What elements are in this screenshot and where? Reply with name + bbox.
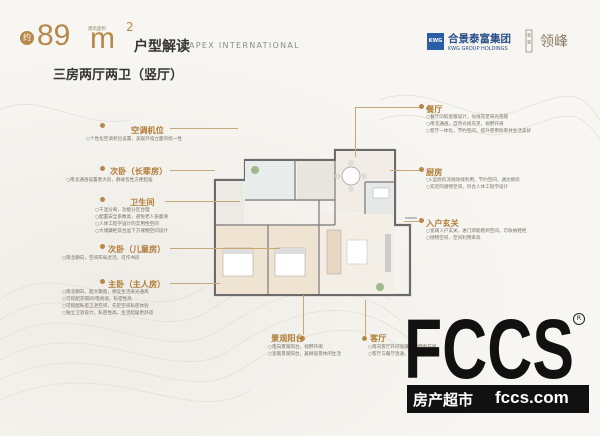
area-note: 建筑面积 xyxy=(88,27,106,32)
label-dot xyxy=(100,123,105,128)
area-superscript: 2 xyxy=(126,20,134,34)
room-label-kitchen: 厨房 xyxy=(426,167,443,177)
room-desc-balcony-2: ○宽敞景观阳台，兼顾观景休闲生活 xyxy=(268,352,341,357)
stove xyxy=(372,187,390,199)
project-english-name: APEX INTERNATIONAL xyxy=(189,41,300,50)
lingfeng-logo-icon xyxy=(525,29,533,53)
layout-subtitle: 三房两厅两卫（竖厅） xyxy=(53,68,184,83)
fccs-domain: fccs.com xyxy=(495,388,569,407)
label-dot xyxy=(100,197,105,202)
room-desc-master-3: ○可搭配私密卫浴空间，先定空间私密体验 xyxy=(62,304,149,309)
room-label-elder-bedroom: 次卧（长辈房） xyxy=(110,166,168,176)
room-desc-dining-1: ○餐厅凹陷宽敞设计，光线充足采光宽敞 xyxy=(426,115,509,120)
ac-platform-area xyxy=(216,181,244,225)
room-label-entrance: 入户玄关 xyxy=(426,218,459,228)
room-label-balcony: 景观阳台 xyxy=(271,333,304,343)
room-desc-ac: ○个性化空调机位设置，美观外墙立面的统一性 xyxy=(86,137,182,142)
leader-line xyxy=(365,300,366,336)
room-desc-master-4: ○独立卫浴设计，私密性高，生活起居更舒适 xyxy=(62,311,154,316)
room-label-master-bedroom: 主卧（主人房） xyxy=(108,279,166,289)
label-dot xyxy=(419,104,424,109)
label-dot xyxy=(100,244,105,249)
kwg-company-name: 合景泰富集团 xyxy=(448,33,511,45)
room-desc-entrance-2: ○储物空间，空间利用率高 xyxy=(426,236,481,241)
room-desc-master-2: ○可搭配衣帽间/电视墙，私密性高 xyxy=(62,297,132,302)
lingfeng-brand-text: 领峰 xyxy=(540,34,568,50)
room-desc-child-bedroom: ○南北朝向，空间布局灵活，可作书房 xyxy=(62,256,140,261)
dining-table xyxy=(341,166,361,186)
label-dot xyxy=(362,336,367,341)
unit-title: 户型解读 xyxy=(134,39,190,55)
leader-line xyxy=(355,107,420,108)
approx-badge: 约 xyxy=(20,31,34,45)
label-dot xyxy=(100,166,105,171)
leader-line xyxy=(390,170,420,171)
leader-line xyxy=(404,221,420,222)
fccs-banner: 房产超市 fccs.com xyxy=(407,385,589,413)
sofa xyxy=(326,229,342,275)
registered-mark-icon: R xyxy=(573,313,585,325)
room-desc-dining-3: ○客厅一体化，节约空间，提升使用效率并生活美好 xyxy=(426,129,532,134)
room-desc-kitchen-1: ○L型厨房流线动线利用，节约空间，通达厨房 xyxy=(426,178,520,183)
leader-line xyxy=(355,107,356,157)
room-desc-bathroom-4: ○大储藏柜及台盆下方储物空间设计 xyxy=(95,229,168,234)
room-label-dining: 餐厅 xyxy=(426,104,443,114)
room-desc-living-2: ○客厅与餐厅连通，空间通透 xyxy=(368,352,428,357)
room-desc-elder-bedroom: ○南北通透设置者大房，静谧包性方便起居 xyxy=(66,178,153,183)
area-unit: m xyxy=(90,22,115,55)
room-desc-entrance-1: ○宽阔入户玄关，进门即能看到空间，可收纳鞋柜 xyxy=(426,229,527,234)
label-dot xyxy=(100,279,105,284)
label-dot xyxy=(300,336,305,341)
leader-line xyxy=(170,128,238,129)
room-desc-dining-2: ○南北通透，自然光线充足，视野开阔 xyxy=(426,122,504,127)
room-label-ac: 空调机位 xyxy=(131,125,164,135)
tv-cabinet xyxy=(385,234,391,272)
room-desc-master-1: ○南北朝向，超大飘窗，保证生活采光通风 xyxy=(62,290,149,295)
room-desc-living-1: ○南向客厅开间宽敞，视野更开阔 xyxy=(368,345,437,350)
leader-line xyxy=(165,201,240,202)
room-desc-bathroom-3: ○人体工程学设计的实用性空间 xyxy=(95,222,159,227)
room-label-bathroom: 卫生间 xyxy=(130,197,155,207)
fccs-cn-name: 房产超市 xyxy=(413,391,474,409)
room-label-living: 客厅 xyxy=(370,333,387,343)
second-bath-area xyxy=(297,161,335,201)
room-desc-bathroom-2: ○配置安全系数高，避免老人孩童滑 xyxy=(95,215,168,220)
floor-plan xyxy=(213,148,417,297)
fccs-logo-icon: FCCS xyxy=(404,304,574,384)
plant-icon xyxy=(376,283,384,291)
room-desc-kitchen-2: ○充足的储物空间，符合人体工程学设计 xyxy=(426,185,509,190)
room-label-child-bedroom: 次卧（儿童房） xyxy=(108,244,166,254)
kwg-english-name: KWG GROUP HOLDINGS xyxy=(448,46,508,52)
label-dot xyxy=(419,218,424,223)
leader-line xyxy=(303,295,304,335)
leader-line xyxy=(170,283,220,284)
coffee-table xyxy=(346,239,368,265)
area-number: 89 xyxy=(37,19,71,52)
label-dot xyxy=(419,167,424,172)
room-desc-balcony-1: ○南向景观阳台，视野开阔 xyxy=(268,345,323,350)
room-desc-bathroom-1: ○干湿分离，功能分区合理 xyxy=(95,208,150,213)
leader-line xyxy=(170,170,215,171)
kwg-logo-icon: KWG xyxy=(427,33,444,50)
leader-line xyxy=(170,248,280,249)
fccs-logo-text: FCCS xyxy=(404,304,574,384)
plant-icon xyxy=(251,166,259,174)
